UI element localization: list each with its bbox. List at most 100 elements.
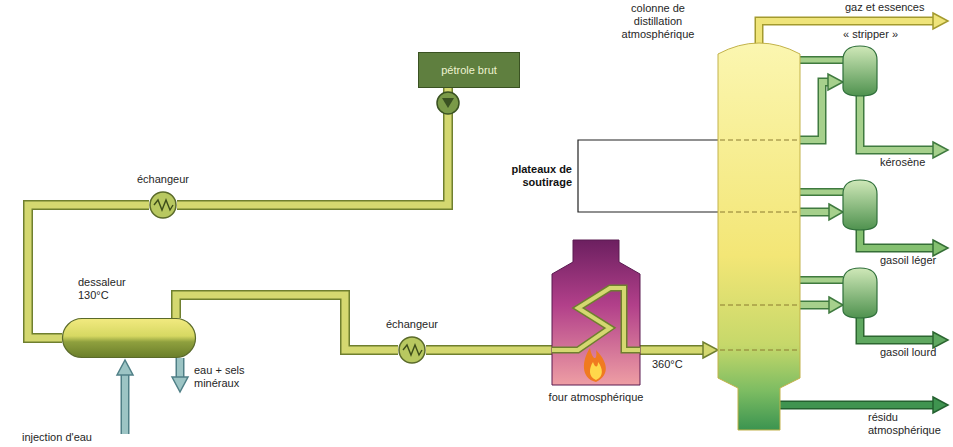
pipe-line [426,345,552,355]
pipe-line [177,88,448,205]
distillation-column [718,40,800,430]
tray-line [720,212,798,213]
vapour-return-pipe [800,276,843,284]
stripper-vessel [843,180,877,230]
equipment-label: échangeur [137,173,189,186]
pipe-line [426,347,552,354]
pipe-line [177,88,448,205]
pump-symbol [442,98,454,108]
arrow-head [933,142,948,158]
product-label: gaz et essences [845,1,925,14]
product-label: résidu atmosphérique [868,411,948,437]
temperature-label: 360°C [650,358,685,371]
furnace: four atmosphérique [552,240,640,385]
product-pipe [860,230,935,248]
pipe-connector [640,342,718,358]
draw-off-pipe [800,209,832,215]
gas-pipe [759,21,935,44]
arrow-head [703,342,718,358]
pipe-line [176,295,398,350]
tray-line [720,350,798,351]
arrow-head [829,204,843,220]
tray-line [720,305,798,306]
furnace-body [552,240,640,385]
furnace-coil [552,288,640,350]
bracket-label: plateaux de soutirage [500,163,572,189]
desalter-drum: dessaleur 130°C [62,318,196,358]
stream-label: injection d'eau [22,431,92,444]
product-label: gasoil léger [880,254,936,267]
tray-line [720,140,798,141]
water-injection-pipe [122,373,128,434]
crude-tank: pétrole brut [418,52,520,88]
heat-exchanger: échangeur [398,336,426,364]
product-pipe [860,230,935,248]
stripper-vessel [843,268,877,318]
exchanger-symbol [403,345,422,355]
stripper-vessel [843,46,877,96]
equipment-label: échangeur [386,318,438,331]
vapour-return-pipe [800,278,843,283]
exchanger-symbol [154,200,173,210]
stripper-vessel [843,46,877,96]
arrow-head [933,397,948,413]
pipe-line [176,295,398,350]
pipe-line [640,347,706,354]
pipe-line [800,82,831,140]
desalter-drum [62,318,196,358]
pipe-connector [800,74,843,140]
residue-pipe [780,401,935,410]
heat-exchanger [149,191,177,219]
gas-pipe [759,21,935,44]
water-injection-pipe [121,373,130,434]
vapour-return-pipe [800,188,843,196]
exchanger-symbol [399,337,425,363]
draw-off-pipe [800,301,832,310]
pipe-line [640,345,706,355]
arrow-head [829,297,843,313]
arrow-head [933,13,948,29]
exchanger-symbol [150,192,176,218]
vapour-return-pipe [800,58,843,63]
pump-symbol [437,92,459,114]
distillation-column: colonne de distillation atmosphérique [718,40,800,430]
arrow-head [933,240,948,256]
product-label: gasoil lourd [880,346,936,359]
tray-bracket [578,140,718,212]
draw-off-pipe [800,302,832,308]
product-label: kérosène [880,156,925,169]
water-outlet-pipe [177,358,183,379]
heat-exchanger [398,336,426,364]
stream-label: eau + sels minéraux [194,364,258,390]
heat-exchanger: échangeur [149,191,177,219]
desalter-drum [63,319,196,358]
arrow-head [828,74,843,90]
equipment-label: « stripper » [843,28,898,41]
furnace [552,240,640,385]
vapour-return-pipe [800,56,843,64]
product-pipe [860,318,935,340]
column-shell [718,43,800,430]
arrow-head [933,332,948,348]
furnace-coil [552,288,640,350]
stripper-vessel: « stripper » [843,46,877,96]
product-pipe [860,318,935,340]
arrow-head [117,360,133,375]
arrow-head [172,377,188,392]
water-outlet-pipe [176,358,185,379]
flame [584,348,606,382]
equipment-label: four atmosphérique [546,391,646,404]
equipment-label: dessaleur 130°C [78,276,140,302]
flame [590,362,602,380]
pipe-connector [426,350,552,351]
pipe-line [800,82,831,140]
equipment-label: colonne de distillation atmosphérique [606,2,710,41]
draw-off-pipe [800,208,832,217]
residue-pipe [780,402,935,408]
pipe-connector [176,295,398,350]
box-label: pétrole brut [441,64,497,77]
product-pipe [860,96,935,150]
vapour-return-pipe [800,190,843,195]
